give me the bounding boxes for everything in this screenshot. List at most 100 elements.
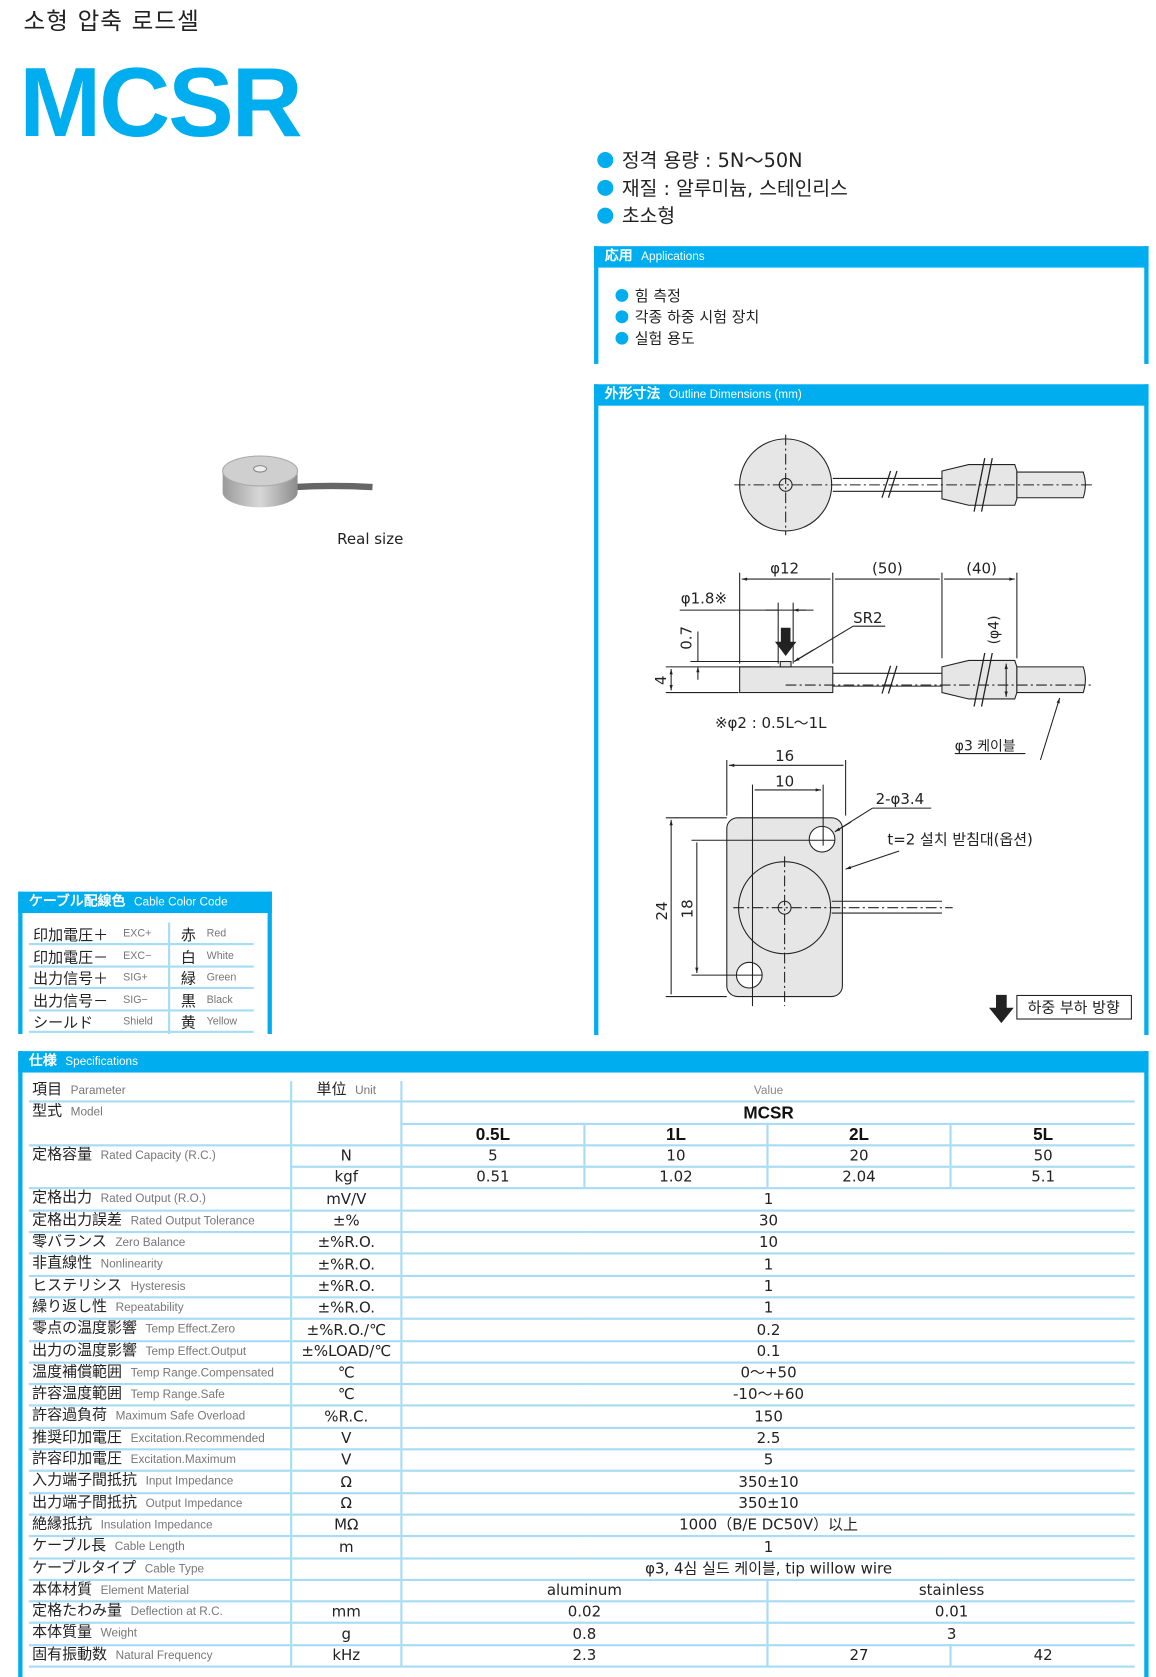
unit-cell: ±%R.O. — [290, 1297, 402, 1321]
header-en: Cable Color Code — [134, 895, 228, 909]
value-cell: 50 — [949, 1145, 1135, 1169]
cable-en: Shield — [123, 1016, 153, 1029]
param-en: Hysteresis — [130, 1279, 186, 1293]
dim-sr2: SR2 — [853, 609, 882, 627]
param-jp: 零バランス — [32, 1233, 107, 1251]
param-jp: 非直線性 — [32, 1254, 93, 1273]
model-title: MCSR — [19, 48, 303, 158]
cable-jp: シールド — [33, 1015, 94, 1033]
value-cell: 10 — [583, 1145, 768, 1169]
value-cell: 1 — [400, 1297, 1135, 1321]
param-header-en: Parameter — [70, 1084, 126, 1098]
value-cell: 0.8 — [400, 1623, 768, 1646]
value-cell: 3 — [766, 1623, 1135, 1646]
unit-cell — [290, 1579, 402, 1603]
unit-cell: ±%R.O./℃ — [290, 1319, 402, 1342]
feature-text: 재질 : 알루미늄, 스테인리스 — [621, 177, 848, 201]
param-jp: 出力の温度影響 — [32, 1341, 138, 1359]
value-cell: 30 — [400, 1210, 1135, 1234]
cable-color-en: Yellow — [206, 1016, 238, 1029]
unit-cell: ±%LOAD/℃ — [290, 1340, 402, 1364]
unit-cell: mV/V — [290, 1188, 402, 1212]
unit-cell: ℃ — [290, 1384, 402, 1408]
value-cell: aluminum — [400, 1579, 768, 1603]
feature-item: 초소형 — [597, 201, 675, 229]
cable-en: SIG− — [123, 994, 148, 1006]
cable-jp: 出力信号－ — [33, 993, 109, 1011]
value-cell: 5 — [400, 1145, 585, 1169]
unit-cell: N — [290, 1145, 402, 1169]
param-en: Repeatability — [115, 1301, 184, 1315]
param-en: Cable Type — [144, 1562, 205, 1576]
cable-en: SIG+ — [123, 972, 148, 984]
unit-cell: %R.C. — [290, 1405, 402, 1429]
unit-cell: Ω — [290, 1471, 402, 1494]
feature-item: 재질 : 알루미늄, 스테인리스 — [597, 173, 848, 201]
value-cell: 0.51 — [400, 1166, 585, 1190]
bullet-icon — [615, 310, 629, 324]
dim-16: 16 — [775, 747, 794, 765]
bullet-icon — [615, 289, 629, 302]
model-variant: 2L — [766, 1123, 951, 1147]
param-jp: 温度補償範囲 — [32, 1363, 123, 1381]
value-cell: 0～+50 — [400, 1362, 1135, 1386]
model-variants-row: 0.5L 1L 2L 5L — [29, 1123, 1135, 1147]
unit-cell: g — [290, 1623, 402, 1646]
param-jp: 定格出力 — [32, 1189, 93, 1207]
param-jp: 本体材質 — [32, 1580, 93, 1598]
model-variant: 1L — [583, 1123, 768, 1147]
param-en: Input Impedance — [145, 1475, 234, 1489]
model-variant: 5L — [949, 1123, 1135, 1147]
param-en: Excitation.Maximum — [130, 1453, 236, 1467]
application-item: 힘 측정 — [615, 285, 681, 306]
header-jp: 外形寸法 — [604, 386, 661, 403]
cable-color-en: Green — [206, 972, 237, 984]
dim-4: 4 — [652, 676, 670, 686]
unit-cell: ℃ — [290, 1362, 402, 1386]
application-text: 힘 측정 — [634, 287, 681, 306]
value-cell: 1.02 — [583, 1166, 768, 1190]
cable-color-jp: 緑 — [180, 971, 196, 989]
param-en: Output Impedance — [145, 1497, 243, 1510]
application-text: 실험 용도 — [634, 330, 695, 348]
cable-color-jp: 黒 — [180, 993, 196, 1011]
cable-en: EXC+ — [123, 928, 152, 940]
dim-d4: (φ4) — [987, 616, 1003, 645]
bullet-icon — [615, 331, 629, 345]
value-cell: 5.1 — [949, 1166, 1135, 1190]
param-en: Excitation.Recommended — [130, 1431, 265, 1445]
dim-18: 18 — [679, 899, 697, 918]
value-cell: 1 — [400, 1536, 1135, 1560]
unit-cell: m — [290, 1536, 402, 1560]
value-cell: -10～+60 — [400, 1384, 1135, 1408]
model-variant: 0.5L — [400, 1123, 585, 1147]
model-header-jp: 型式 — [32, 1102, 63, 1120]
model-unit-cell — [290, 1101, 402, 1147]
param-jp: 定格たわみ量 — [32, 1602, 123, 1620]
